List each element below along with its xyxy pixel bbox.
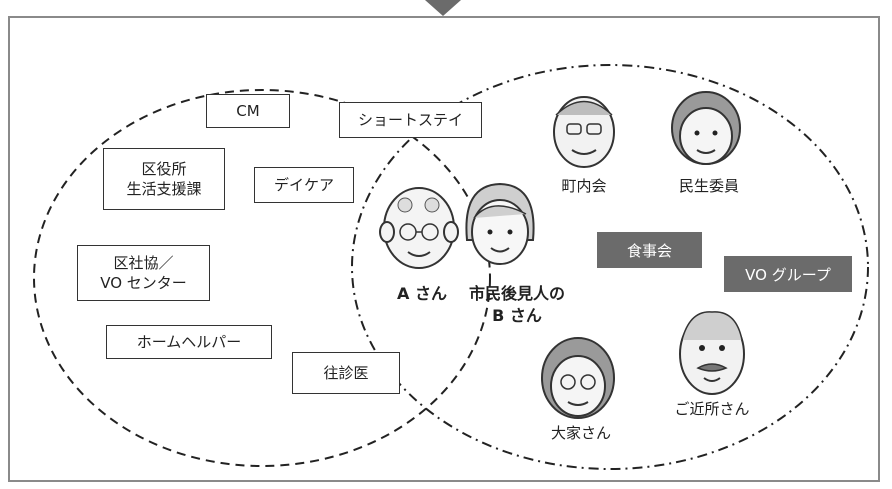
- welfare-commissioner-icon: [671, 91, 741, 165]
- neighborhood-elder-icon: [553, 96, 615, 168]
- landlord-label: 大家さん: [550, 424, 611, 442]
- meal-group-box: 食事会: [597, 232, 702, 268]
- neighborhood-label: 町内会: [561, 177, 607, 195]
- person-b-label: 市民後見人の B さん: [468, 284, 565, 325]
- informal-support-ellipse: [351, 64, 869, 470]
- down-arrow-icon: [425, 0, 461, 16]
- formal-support-ellipse: [33, 89, 491, 467]
- ward-office-box: 区役所 生活支援課: [103, 148, 225, 210]
- welfare-commissioner-label: 民生委員: [678, 177, 739, 195]
- daycare-box: デイケア: [254, 167, 354, 203]
- neighbor-icon: [679, 311, 745, 395]
- person-a-label: A さん: [397, 284, 447, 303]
- social-welfare-box: 区社協／ VO センター: [77, 245, 210, 301]
- vo-group-box: VO グループ: [724, 256, 852, 292]
- person-b-icon: [465, 182, 535, 265]
- landlord-icon: [541, 337, 615, 419]
- neighbor-label: ご近所さん: [674, 400, 750, 418]
- person-a-icon: [379, 187, 459, 269]
- home-doctor-box: 往診医: [292, 352, 400, 394]
- home-helper-box: ホームヘルパー: [106, 325, 272, 359]
- shortstay-box: ショートステイ: [339, 102, 482, 138]
- cm-box: CM: [206, 94, 290, 128]
